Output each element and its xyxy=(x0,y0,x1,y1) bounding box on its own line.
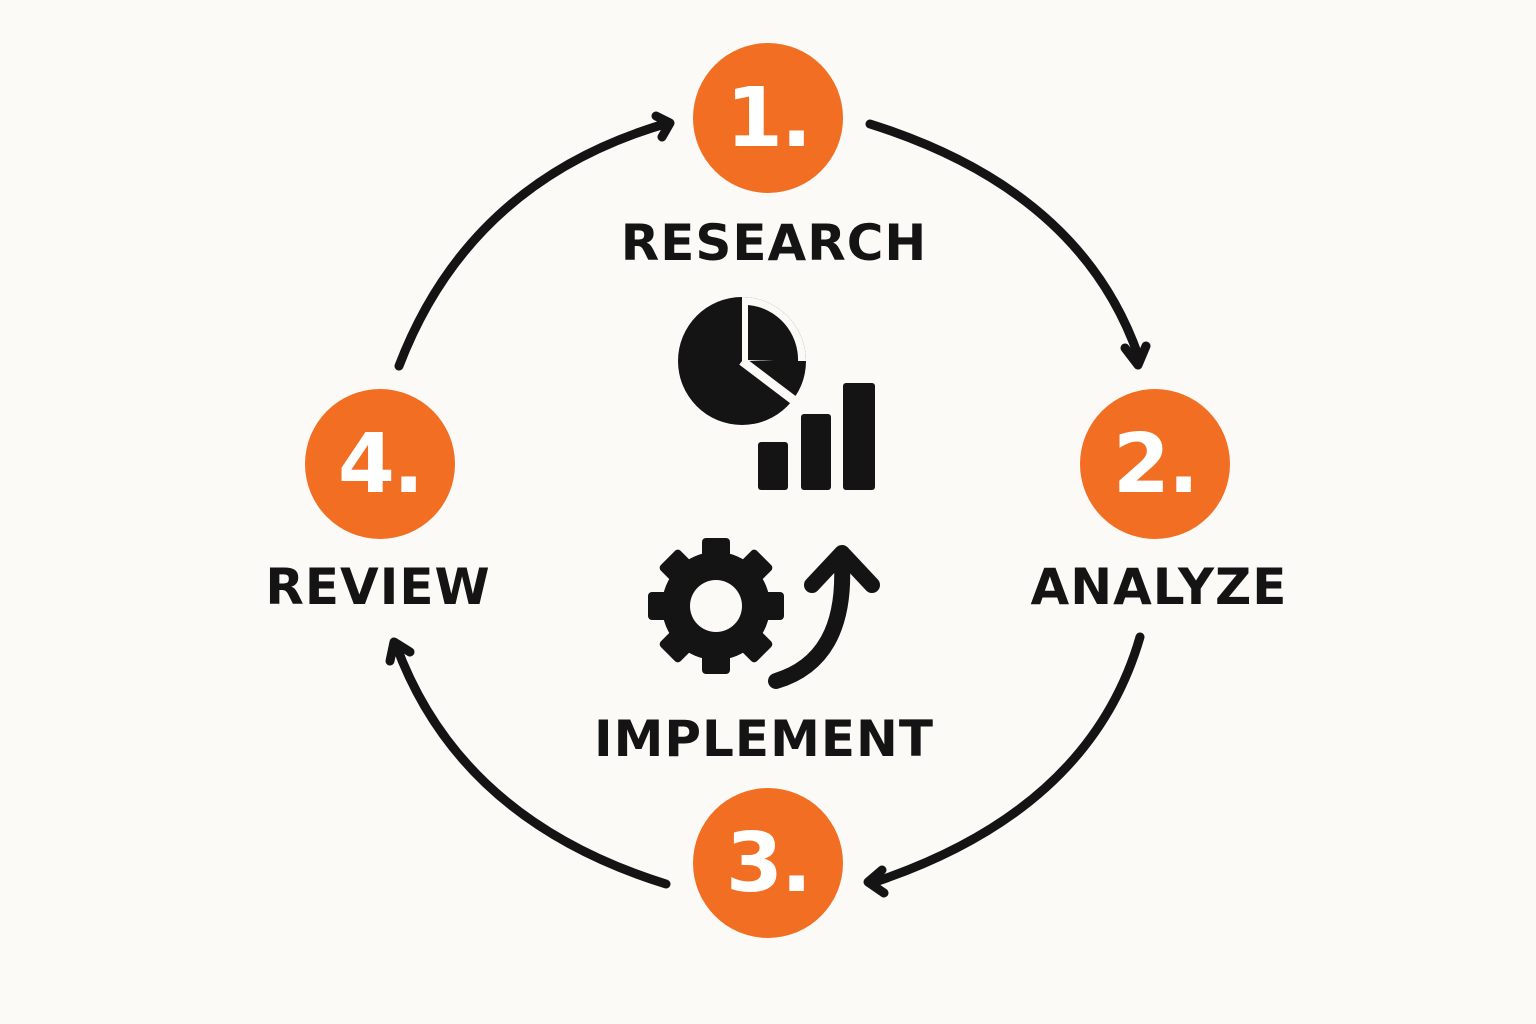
arrow-research-to-analyze xyxy=(865,119,1143,360)
step-1-label: RESEARCH xyxy=(620,214,928,272)
arrowhead-review xyxy=(385,637,415,666)
step-3-badge: 3. xyxy=(693,788,843,938)
pie-and-bar-chart-icon xyxy=(678,297,875,490)
step-1-badge: 1. xyxy=(693,43,843,193)
step-4-badge: 4. xyxy=(305,389,455,539)
arrow-analyze-to-implement xyxy=(870,632,1145,887)
arrowhead-implement xyxy=(863,865,889,898)
gear-with-up-arrow-icon xyxy=(648,538,880,689)
arrow-review-to-research xyxy=(394,118,673,371)
step-4-label: REVIEW xyxy=(265,558,491,616)
arrowhead-research xyxy=(651,111,675,142)
arrow-implement-to-review xyxy=(391,640,671,889)
step-2-label: ANALYZE xyxy=(1030,558,1288,616)
step-3-label: IMPLEMENT xyxy=(594,710,934,768)
arrowhead-analyze xyxy=(1120,341,1151,370)
step-2-badge: 2. xyxy=(1080,389,1230,539)
